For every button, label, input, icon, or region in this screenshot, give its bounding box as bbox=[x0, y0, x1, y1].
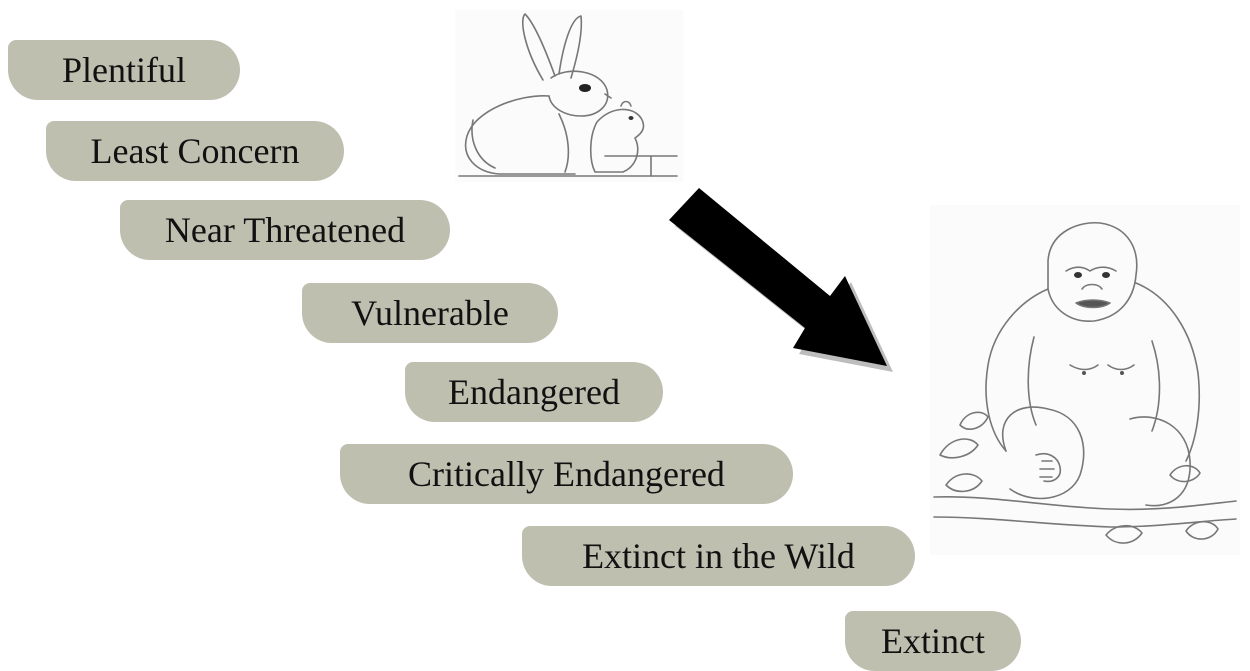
status-plentiful: Plentiful bbox=[8, 40, 240, 100]
gorilla-sketch-image bbox=[930, 205, 1240, 555]
status-extinct: Extinct bbox=[845, 611, 1021, 671]
rabbit-sketch-image bbox=[455, 10, 683, 182]
status-vulnerable: Vulnerable bbox=[302, 283, 558, 343]
status-least-concern: Least Concern bbox=[46, 121, 344, 181]
trend-arrow-icon bbox=[669, 188, 893, 372]
status-endangered: Endangered bbox=[405, 362, 663, 422]
status-critically-endangered: Critically Endangered bbox=[340, 444, 793, 504]
status-extinct-in-the-wild: Extinct in the Wild bbox=[522, 526, 915, 586]
status-near-threatened: Near Threatened bbox=[120, 200, 450, 260]
